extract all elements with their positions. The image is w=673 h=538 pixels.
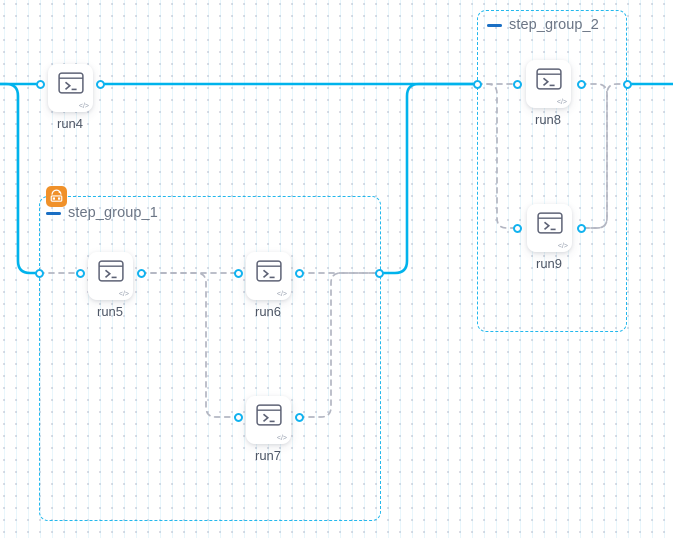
node-label-run9: run9 xyxy=(535,256,563,271)
port-run9-out[interactable] xyxy=(576,223,586,233)
terminal-icon xyxy=(536,212,563,234)
port-run5-in[interactable] xyxy=(75,268,85,278)
collapse-toggle-icon[interactable] xyxy=(46,211,61,215)
group-frame-step-group-2[interactable] xyxy=(477,10,627,332)
node-run5[interactable]: </> xyxy=(88,252,133,300)
port-run6-out[interactable] xyxy=(294,268,304,278)
code-icon: </> xyxy=(557,243,568,250)
terminal-icon xyxy=(255,260,282,282)
robot-icon xyxy=(46,186,67,207)
node-run8[interactable]: </> xyxy=(526,60,571,108)
port-run6-in[interactable] xyxy=(233,268,243,278)
port-run4-in[interactable] xyxy=(35,79,45,89)
node-run4[interactable]: </> xyxy=(48,64,93,112)
group-label: step_group_1 xyxy=(68,205,158,221)
terminal-icon xyxy=(97,260,124,282)
port-group1-in[interactable] xyxy=(34,268,44,278)
node-label-run7: run7 xyxy=(254,448,282,463)
code-icon: </> xyxy=(276,435,287,442)
terminal-icon xyxy=(57,72,84,94)
code-icon: </> xyxy=(118,291,129,298)
node-label-run8: run8 xyxy=(534,112,562,127)
terminal-icon xyxy=(255,404,282,426)
port-run4-out[interactable] xyxy=(95,79,105,89)
node-label-run5: run5 xyxy=(96,304,124,319)
node-run9[interactable]: </> xyxy=(527,204,572,252)
code-icon: </> xyxy=(556,99,567,106)
terminal-icon xyxy=(535,68,562,90)
group-frame-step-group-1[interactable] xyxy=(39,196,381,521)
node-label-run4: run4 xyxy=(56,116,84,131)
port-run5-out[interactable] xyxy=(136,268,146,278)
edge-group1-to-main xyxy=(377,82,479,275)
port-run8-out[interactable] xyxy=(576,79,586,89)
port-run8-in[interactable] xyxy=(512,79,522,89)
group-header-step-group-2[interactable]: step_group_2 xyxy=(487,17,599,33)
node-run6[interactable]: </> xyxy=(246,252,291,300)
port-group2-out[interactable] xyxy=(622,79,632,89)
node-label-run6: run6 xyxy=(254,304,282,319)
port-group2-in[interactable] xyxy=(472,79,482,89)
port-group1-out[interactable] xyxy=(374,268,384,278)
code-icon: </> xyxy=(276,291,287,298)
edge-in-to-group1 xyxy=(0,82,41,275)
port-run9-in[interactable] xyxy=(512,223,522,233)
port-run7-in[interactable] xyxy=(233,412,243,422)
collapse-toggle-icon[interactable] xyxy=(487,23,502,27)
port-run7-out[interactable] xyxy=(294,412,304,422)
group-label: step_group_2 xyxy=(509,17,599,33)
code-icon: </> xyxy=(78,103,89,110)
group-header-step-group-1[interactable]: step_group_1 xyxy=(46,205,158,221)
node-run7[interactable]: </> xyxy=(246,396,291,444)
